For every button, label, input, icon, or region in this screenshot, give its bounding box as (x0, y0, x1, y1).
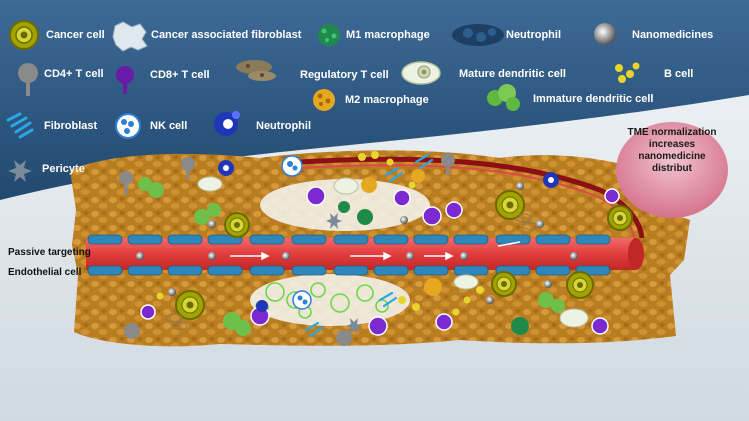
legend-label-b-cell: B cell (664, 68, 694, 80)
cancer-cells (175, 190, 633, 320)
tme-normalization-bubble (616, 122, 728, 218)
b-cell-icon (615, 62, 640, 83)
immature-dendritic-cells (138, 177, 565, 336)
legend-label-cancer-cell: Cancer cell (46, 29, 105, 41)
legend-label-immature-dendritic-cell: Immature dendritic cell (533, 93, 654, 105)
legend-label-regulatory-t-cell: Regulatory T cell (300, 69, 389, 81)
legend-banner (0, 0, 749, 200)
legend-label-caf: Cancer associated fibroblast (151, 29, 302, 41)
caf-icon (112, 21, 148, 52)
fibroblasts (304, 153, 434, 338)
m2-macrophages (361, 169, 442, 296)
pericyte-icon (8, 160, 32, 182)
legend-label-nk-cell: NK cell (150, 120, 188, 132)
legend-label-neutrophil-top: Neutrophil (506, 29, 561, 41)
vessel-nanomedicines (136, 252, 578, 260)
flow-arrows (230, 241, 521, 261)
cd8-t-cells (140, 186, 620, 336)
neutrophil-icon (214, 111, 240, 136)
nk-cell-icon (115, 113, 141, 139)
legend-label-m1-macrophage: M1 macrophage (346, 29, 430, 41)
nk-cells (281, 155, 312, 310)
legend-label-neutrophil: Neutrophil (256, 120, 311, 132)
cd4-t-cell-icon (18, 63, 38, 96)
legend-label-nanomedicines: Nanomedicines (632, 29, 714, 41)
tissue-nanomedicines (168, 182, 552, 304)
legend-label-cd8-t-cell: CD8+ T cell (150, 69, 210, 81)
neutrophil-top-icon (452, 24, 504, 46)
legend-label-mature-dendritic-cell: Mature dendritic cell (459, 68, 566, 80)
mature-dendritic-cells (197, 176, 589, 328)
endothelial-cell-label: Endothelial cell (8, 267, 82, 278)
fibroblast-icon (6, 112, 34, 139)
cd4-t-cells (119, 153, 455, 346)
immature-dendritic-cell-icon (487, 84, 520, 111)
legend-label-pericyte: Pericyte (42, 163, 85, 175)
regulatory-t-cell-icon (236, 60, 276, 81)
passive-targeting-label: Passive targeting (8, 247, 91, 258)
nanomedicine-icon (594, 23, 616, 45)
m1-macrophages (338, 201, 529, 335)
legend-label-cd4-t-cell: CD4+ T cell (44, 68, 104, 80)
neutrophils (218, 160, 559, 312)
endothelial-cells (87, 234, 611, 276)
legend-label-fibroblast: Fibroblast (44, 120, 98, 132)
cancer-cell-icon (9, 20, 39, 50)
cd8-t-cell-icon (116, 66, 134, 94)
tme-normalization-text: TME normalization increases nanomedicine… (627, 127, 717, 174)
m1-macrophage-icon (318, 24, 340, 46)
b-cells (156, 151, 484, 316)
mature-dendritic-cell-icon (401, 61, 441, 85)
pericytes (326, 213, 362, 334)
m2-macrophage-icon (313, 89, 335, 111)
legend-label-m2-macrophage: M2 macrophage (345, 94, 429, 106)
